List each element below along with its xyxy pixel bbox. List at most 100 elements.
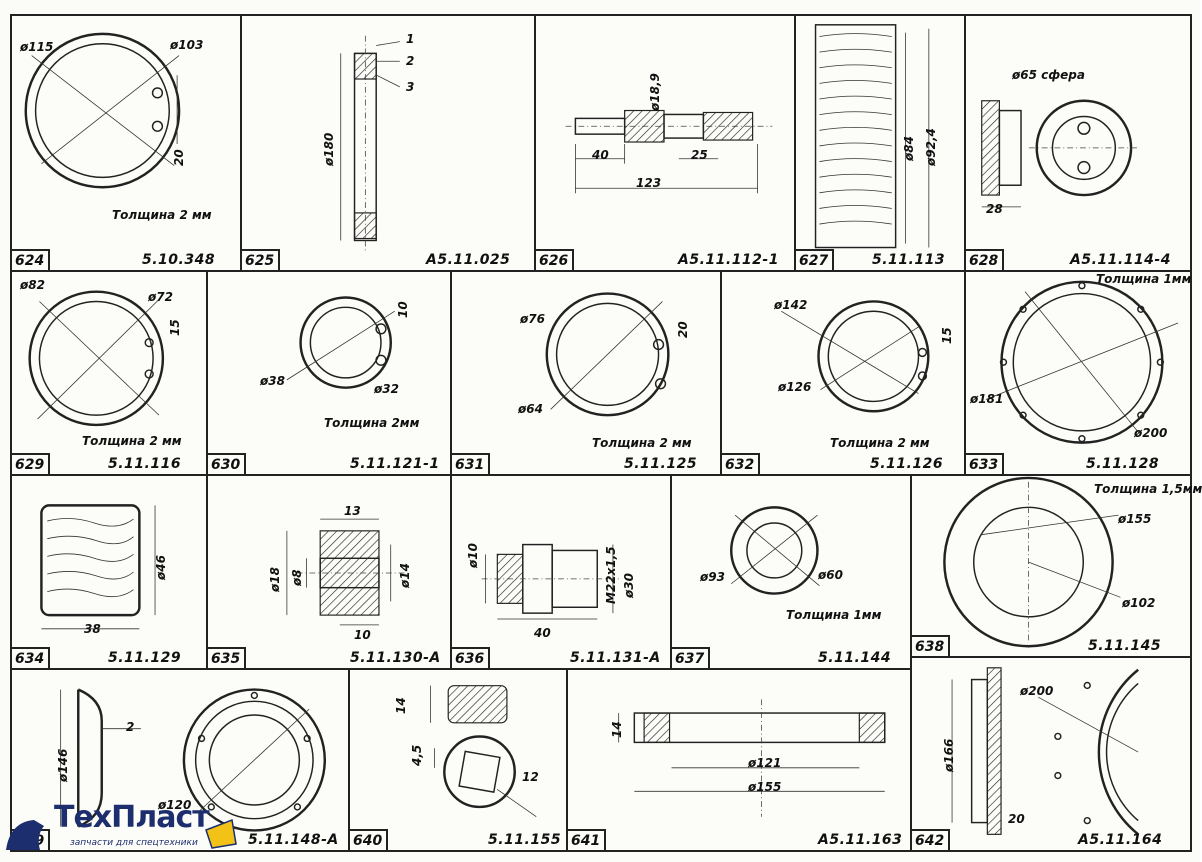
part-cell-635: 13 ø18 ø8 ø14 10 635 5.11.130-А [206,474,452,670]
part-cell-639: 2 ø146 ø120 639 5.11.148-А [10,668,350,852]
dim-label: 123 [636,176,662,190]
part-number: 642 [912,829,951,850]
dim-label: ø72 [148,290,173,304]
part-code: 5.11.116 [108,456,182,472]
dim-label: ø10 [466,543,480,568]
dim-label: ø8 [290,569,304,586]
part-number: 631 [452,453,491,474]
dim-label: 15 [940,327,954,344]
part-number: 641 [568,829,607,850]
part-number: 627 [796,249,835,270]
dim-label: ø200 [1020,684,1054,698]
thickness-note: Толщина 1мм [1096,272,1192,286]
part-cell-631: ø76 20 ø64 Толщина 2 мм 631 5.11.125 [450,270,722,476]
part-code: А5.11.114-4 [1070,252,1171,268]
dim-label: ø115 [20,40,54,54]
dim-label: ø181 [970,392,1004,406]
part-cell-628: ø65 сфера 28 628 А5.11.114-4 [964,14,1192,272]
dim-label: ø84 [902,136,916,161]
dim-label: ø18 [268,567,282,592]
part-number: 640 [350,829,389,850]
part-number: 626 [536,249,575,270]
dim-label: 12 [522,770,539,784]
part-code: А5.11.025 [426,252,511,268]
dim-label: ø120 [158,798,192,812]
dim-label: 14 [610,721,624,738]
part-code: 5.11.145 [1088,638,1162,654]
part-cell-636: ø10 M22x1,5 ø30 40 636 5.11.131-А [450,474,672,670]
part-cell-627: ø84 ø92,4 627 5.11.113 [794,14,966,272]
part-number: 638 [912,635,951,656]
part-cell-633: Толщина 1мм ø181 ø200 633 5.11.128 [964,270,1192,476]
dim-label: 20 [172,149,186,166]
dim-label: 14 [394,697,408,714]
dim-label: ø60 [818,568,843,582]
part-number: 634 [12,647,51,668]
part-number: 635 [208,647,247,668]
part-number: 637 [672,647,711,668]
part-cell-641: 14 ø121 ø155 641 А5.11.163 [566,668,912,852]
dim-label: ø46 [154,555,168,580]
part-number: 628 [966,249,1005,270]
dim-label: 20 [1008,812,1025,826]
part-cell-624: ø115 ø103 20 Толщина 2 мм 624 5.10.348 [10,14,242,272]
dim-label: M22x1,5 [604,546,618,604]
part-cell-642: ø200 ø166 20 642 А5.11.164 [910,656,1192,852]
dim-label: ø126 [778,380,812,394]
part-number: 630 [208,453,247,474]
part-number: 629 [12,453,51,474]
callout-label: 1 [406,32,415,46]
dim-label: ø146 [56,748,70,782]
part-code: 5.11.148-А [248,832,339,848]
dim-label: ø166 [942,738,956,772]
brand-tagline: запчасти для спецтехники [70,838,198,848]
part-code: А5.11.164 [1078,832,1163,848]
part-code: 5.11.155 [488,832,562,848]
dim-label: 20 [676,321,690,338]
part-number: 632 [722,453,761,474]
dim-label: ø121 [748,756,782,770]
part-number: 636 [452,647,491,668]
dim-label: 40 [592,148,609,162]
dim-label: 40 [534,626,551,640]
dim-label: 15 [168,319,182,336]
dim-label: 4,5 [410,744,424,766]
dim-label: ø93 [700,570,725,584]
dim-label: 2 [126,720,135,734]
dim-label: ø32 [374,382,399,396]
thickness-note: Толщина 2 мм [830,436,930,450]
part-cell-629: ø82 ø72 15 Толщина 2 мм 629 5.11.116 [10,270,208,476]
brand-logo: ТехПласт запчасти для спецтехники [0,800,240,862]
thickness-note: Толщина 2 мм [112,208,212,222]
dim-label: 38 [84,622,101,636]
part-cell-625: ø180 1 2 3 625 А5.11.025 [240,14,536,272]
part-code: А5.11.112-1 [678,252,779,268]
dim-label: ø103 [170,38,204,52]
dim-label: ø200 [1134,426,1168,440]
dim-label: 25 [691,148,708,162]
dim-label: 28 [986,202,1003,216]
dim-label: 13 [344,504,361,518]
dim-label: ø14 [398,563,412,588]
thickness-note: Толщина 2мм [324,416,420,430]
part-code: 5.11.131-А [570,650,661,666]
dim-label: ø76 [520,312,545,326]
part-number: 625 [242,249,281,270]
dim-label: ø18,9 [648,73,662,111]
part-code: А5.11.163 [818,832,903,848]
part-code: 5.11.129 [108,650,182,666]
part-cell-638: Толщина 1,5мм ø155 ø102 638 5.11.145 [910,474,1202,658]
dim-label: ø30 [622,573,636,598]
thickness-note: Толщина 2 мм [82,434,182,448]
dim-label: ø155 [748,780,782,794]
dim-label: ø38 [260,374,285,388]
dim-label: ø180 [322,132,336,166]
part-code: 5.11.121-1 [350,456,440,472]
part-number: 624 [12,249,51,270]
dim-label: ø142 [774,298,808,312]
part-code: 5.11.144 [818,650,892,666]
dim-label: 10 [396,301,410,318]
part-code: 5.11.128 [1086,456,1160,472]
part-cell-632: ø142 15 ø126 Толщина 2 мм 632 5.11.126 [720,270,966,476]
callout-label: 3 [406,80,415,94]
